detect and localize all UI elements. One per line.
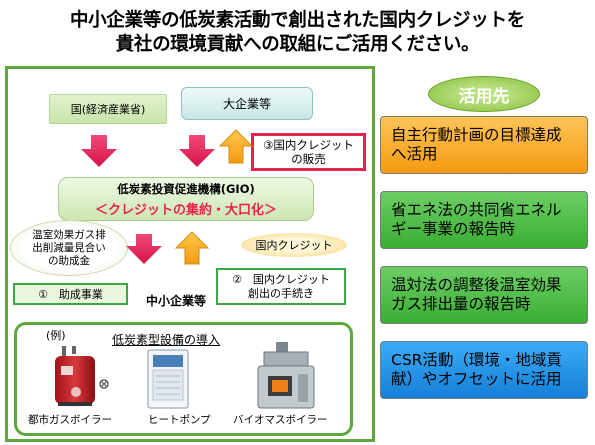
equipment-label-gas-boiler: 都市ガスボイラー (28, 414, 112, 426)
gio-subtitle: ＜クレジットの集約・大口化＞ (94, 202, 277, 218)
ghg-line3: の助成金 (48, 254, 90, 267)
down-arrow-large-companies-icon (179, 135, 215, 167)
gio-name: 低炭素投資促進機構(GIO) (117, 181, 255, 196)
up-arrow-sales-icon (218, 129, 254, 164)
example-title: 低炭素型設備の導入 (112, 333, 221, 347)
use-item-4-line2: 献）やオフセットに活用 (391, 370, 562, 388)
use-item-2-line1: 省エネ法の共同省エネル (391, 201, 562, 219)
grant-project-box: ① 助成事業 (13, 283, 128, 305)
ghg-line1: 温室効果ガス排 (32, 228, 106, 241)
use-item-global-warming-law: 温対法の調整後温室効果 ガス排出量の報告時 (380, 266, 588, 324)
up-arrow-credit-icon (174, 231, 210, 265)
use-item-2-line2: ギー事業の報告時 (391, 220, 516, 238)
uses-header-badge: 活用先 (428, 76, 540, 112)
down-arrow-ministry-icon (81, 135, 117, 167)
equipment-label-heat-pump: ヒートポンプ (148, 414, 211, 426)
ghg-line2: 出削減量見合い (32, 241, 106, 254)
credit-sales-box: ③国内クレジット の販売 (251, 133, 366, 171)
biomass-boiler-icon (257, 342, 315, 409)
use-item-4-line1: CSR活動（環境・地域貢 (391, 351, 562, 369)
use-item-1-line2: へ活用 (391, 145, 438, 163)
credit-sales-line2: の販売 (291, 152, 326, 166)
use-item-csr-offset: CSR活動（環境・地域貢 献）やオフセットに活用 (380, 341, 588, 399)
use-item-3-line1: 温対法の調整後温室効果 (391, 276, 562, 294)
example-label: (例) (46, 329, 66, 342)
ghg-grant-ellipse: 温室効果ガス排 出削減量見合い の助成金 (10, 220, 128, 276)
heat-pump-icon (147, 349, 189, 409)
down-arrow-grant-icon (126, 234, 162, 264)
gio-box: 低炭素投資促進機構(GIO) ＜クレジットの集約・大口化＞ (58, 177, 314, 221)
domestic-credit-ellipse: 国内クレジット (241, 233, 347, 257)
use-item-energy-saving-law: 省エネ法の共同省エネル ギー事業の報告時 (380, 191, 588, 249)
use-item-1-line1: 自主行動計画の目標達成 (391, 126, 562, 144)
sme-label: 中小企業等 (145, 294, 206, 308)
procedure-line2: 創出の手続き (248, 286, 314, 300)
title-line-1: 中小企業等の低炭素活動で創出された国内クレジットを (69, 10, 525, 31)
use-item-3-line2: ガス排出量の報告時 (391, 295, 531, 313)
ministry-box: 国(経済産業省) (49, 94, 167, 124)
credit-procedure-box: ② 国内クレジット 創出の手続き (216, 268, 346, 305)
procedure-line1: ② 国内クレジット (232, 272, 330, 286)
gas-boiler-icon (55, 346, 109, 406)
title-line-2: 貴社の環境貢献への取組にご活用ください。 (115, 34, 480, 55)
equipment-label-biomass-boiler: バイオマスボイラー (233, 414, 328, 426)
credit-sales-line1: ③国内クレジット (263, 138, 354, 152)
large-companies-box: 大企業等 (181, 87, 313, 120)
use-item-voluntary-plan: 自主行動計画の目標達成 へ活用 (380, 116, 588, 174)
